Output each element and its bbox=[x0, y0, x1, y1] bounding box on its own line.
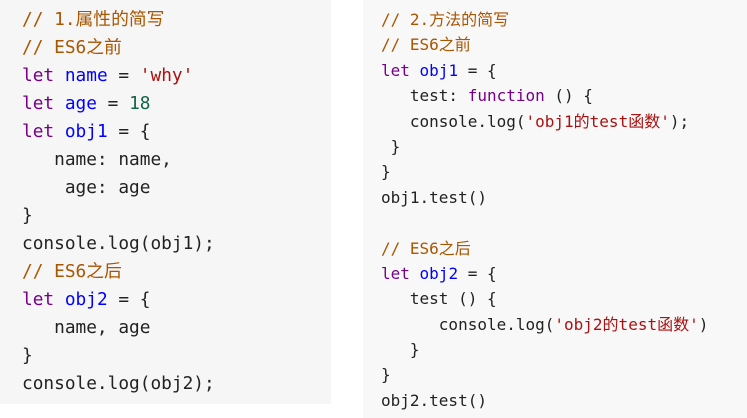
code-line: obj1.test() bbox=[381, 185, 747, 210]
code-token: console.log(obj1); bbox=[22, 233, 215, 254]
code-line: let obj1 = { bbox=[22, 118, 331, 146]
comment-token: // ES6之前 bbox=[381, 35, 471, 55]
code-token: = { bbox=[458, 263, 497, 283]
code-token: console.log( bbox=[381, 111, 526, 131]
code-token: = bbox=[96, 93, 130, 114]
code-token: } bbox=[22, 205, 33, 226]
code-block-methods: // 2.方法的简写 // ES6之前 let obj1 = { test: fun… bbox=[363, 0, 747, 418]
identifier-token: name bbox=[54, 65, 108, 86]
code-token: } bbox=[381, 162, 391, 182]
code-line: let obj1 = { bbox=[381, 58, 747, 83]
code-token: } bbox=[381, 365, 391, 385]
code-line: // ES6之后 bbox=[22, 258, 331, 286]
identifier-token: obj1 bbox=[409, 60, 459, 80]
code-line: // 2.方法的简写 bbox=[381, 7, 747, 32]
keyword-token: let bbox=[22, 93, 55, 114]
code-line: age: age bbox=[22, 174, 331, 202]
keyword-token: let bbox=[381, 60, 410, 80]
code-line: } bbox=[22, 342, 331, 370]
number-token: 18 bbox=[129, 93, 151, 114]
code-line: } bbox=[381, 134, 747, 159]
code-token: } bbox=[381, 340, 420, 360]
comment-token: // ES6之前 bbox=[22, 37, 122, 58]
comment-token: // 1.属性的简写 bbox=[22, 9, 165, 30]
code-line: } bbox=[381, 337, 747, 362]
code-line: } bbox=[381, 159, 747, 184]
code-token: = { bbox=[107, 121, 151, 142]
code-line: console.log(obj2); bbox=[22, 370, 331, 398]
string-token: 'obj1的test函数' bbox=[525, 111, 670, 131]
code-line: console.log(obj1); bbox=[22, 230, 331, 258]
code-line: obj2.test() bbox=[381, 388, 747, 413]
code-token: } bbox=[381, 136, 401, 156]
comment-token: // ES6之后 bbox=[22, 261, 122, 282]
keyword-token: let bbox=[22, 65, 55, 86]
identifier-token: obj1 bbox=[54, 121, 108, 142]
code-line: test: function () { bbox=[381, 83, 747, 108]
keyword-token: let bbox=[22, 289, 55, 310]
code-token: obj2.test() bbox=[381, 390, 487, 410]
code-token: } bbox=[22, 345, 33, 366]
code-token: obj1.test() bbox=[381, 187, 487, 207]
code-token: test: bbox=[381, 86, 468, 106]
code-token: console.log( bbox=[381, 314, 555, 334]
code-token: console.log(obj2); bbox=[22, 373, 215, 394]
code-line: } bbox=[381, 362, 747, 387]
code-line: let age = 18 bbox=[22, 90, 331, 118]
code-token: = { bbox=[107, 289, 151, 310]
code-token: name: name, bbox=[22, 149, 172, 170]
identifier-token: obj2 bbox=[54, 289, 108, 310]
code-line: name, age bbox=[22, 314, 331, 342]
code-token: = { bbox=[458, 60, 497, 80]
keyword-token: let bbox=[381, 263, 410, 283]
code-line: // ES6之前 bbox=[381, 32, 747, 57]
code-token: test () { bbox=[381, 289, 497, 309]
code-line: console.log('obj1的test函数'); bbox=[381, 109, 747, 134]
string-token: 'obj2的test函数' bbox=[554, 314, 699, 334]
code-line: // ES6之后 bbox=[381, 236, 747, 261]
keyword-token: let bbox=[22, 121, 55, 142]
code-line: } bbox=[22, 202, 331, 230]
code-token: age: age bbox=[22, 177, 151, 198]
identifier-token: age bbox=[54, 93, 97, 114]
code-line: name: name, bbox=[22, 146, 331, 174]
code-line: // ES6之前 bbox=[22, 34, 331, 62]
code-token: ); bbox=[669, 111, 690, 131]
code-line: test () { bbox=[381, 286, 747, 311]
code-line: console.log('obj2的test函数') bbox=[381, 312, 747, 337]
keyword-token: function bbox=[467, 86, 545, 106]
identifier-token: obj2 bbox=[409, 263, 459, 283]
code-line: let obj2 = { bbox=[381, 261, 747, 286]
comment-token: // 2.方法的简写 bbox=[381, 10, 510, 29]
code-token: ) bbox=[698, 314, 709, 334]
string-token: 'why' bbox=[139, 65, 194, 86]
code-token: name, age bbox=[22, 317, 151, 338]
code-line bbox=[381, 210, 747, 235]
code-token: () { bbox=[544, 86, 593, 106]
code-token: = bbox=[107, 65, 140, 86]
comment-token: // ES6之后 bbox=[381, 238, 471, 258]
code-line: let obj2 = { bbox=[22, 286, 331, 314]
code-line: // 1.属性的简写 bbox=[22, 6, 331, 34]
code-line: let name = 'why' bbox=[22, 62, 331, 90]
